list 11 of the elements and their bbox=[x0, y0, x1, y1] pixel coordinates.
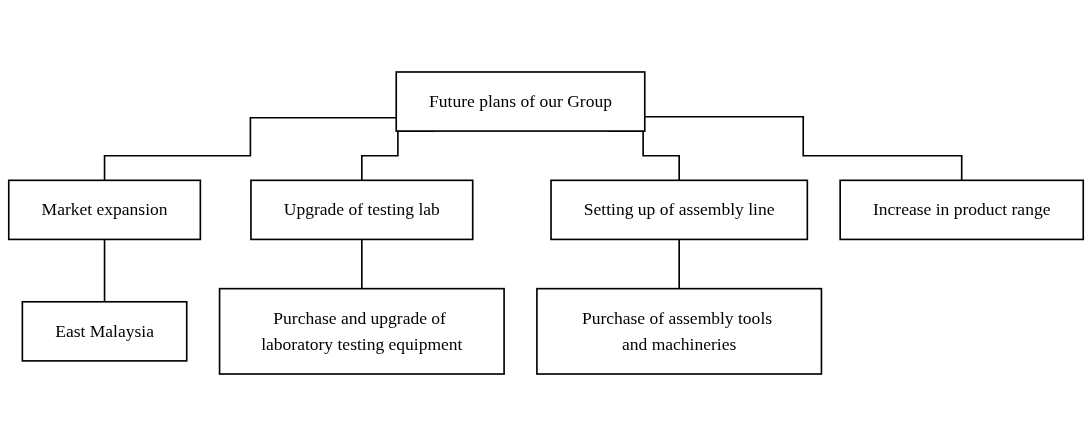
node-box: Upgrade of testing lab bbox=[250, 179, 474, 241]
connector bbox=[678, 238, 680, 290]
node-box: Market expansion bbox=[7, 179, 202, 241]
connector bbox=[103, 238, 106, 303]
node-box: Purchase and upgrade of laboratory testing equipment bbox=[218, 287, 505, 375]
connector bbox=[361, 238, 363, 290]
node-box: Increase in product range bbox=[839, 179, 1085, 241]
node-box: East Malaysia bbox=[21, 300, 188, 362]
node-box: Future plans of our Group bbox=[395, 71, 646, 132]
node-box: Setting up of assembly line bbox=[550, 179, 809, 241]
node-box: Purchase of assembly tools and machineries bbox=[536, 287, 823, 375]
